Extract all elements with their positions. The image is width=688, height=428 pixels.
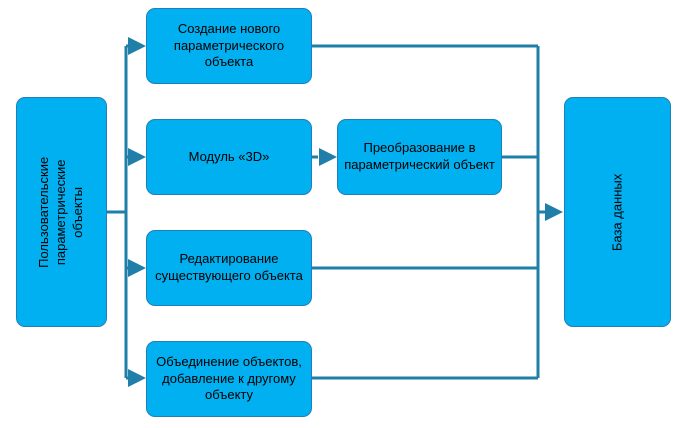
merge-label: Объединение объектов, добавление к друго… <box>156 353 302 403</box>
transform-box: Преобразование в параметрический объект <box>337 119 502 195</box>
database-box: База данных <box>564 97 671 327</box>
edit-existing-box: Редактирование существующего объекта <box>146 230 312 306</box>
transform-label: Преобразование в параметрический объект <box>344 140 495 172</box>
user-objects-box: Пользовательские параметрические объекты <box>16 97 107 327</box>
user-objects-label: Пользовательские параметрические объекты <box>36 156 85 268</box>
database-label: База данных <box>609 173 625 251</box>
create-new-label: Создание нового параметрического объекта <box>173 20 285 70</box>
create-new-box: Создание нового параметрического объекта <box>146 8 312 84</box>
merge-box: Объединение объектов, добавление к друго… <box>146 341 312 417</box>
module-3d-label: Модуль «3D» <box>188 148 270 164</box>
module-3d-box: Модуль «3D» <box>146 119 312 195</box>
edit-existing-label: Редактирование существующего объекта <box>155 251 303 283</box>
